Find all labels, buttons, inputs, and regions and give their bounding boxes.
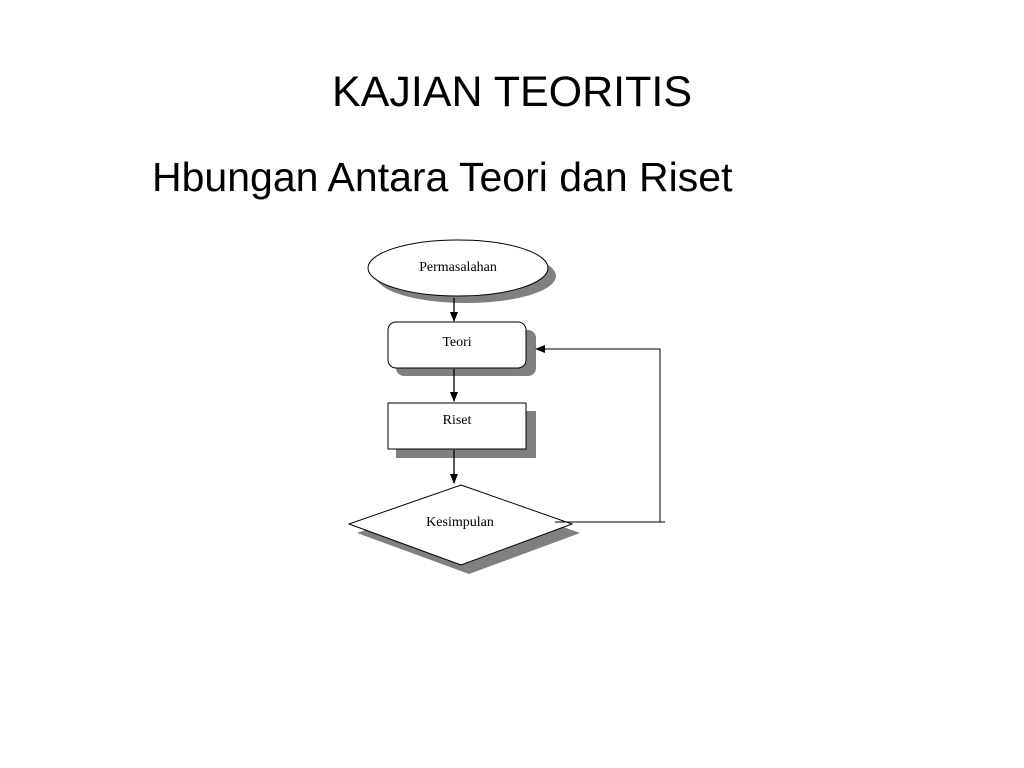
- node-kesimpulan-label: Kesimpulan: [426, 515, 494, 530]
- node-riset-shape: [387, 402, 527, 450]
- node-riset-label: Riset: [443, 413, 472, 428]
- node-permasalahan-label: Permasalahan: [419, 260, 497, 275]
- edge-kesimpulan-teori-vertical: [535, 345, 661, 522]
- slide-subtitle: Hbungan Antara Teori dan Riset: [152, 154, 733, 200]
- node-teori-label: Teori: [442, 335, 471, 350]
- node-permasalahan: Permasalahan: [367, 239, 556, 303]
- node-teori-shape: [387, 321, 527, 369]
- slide-title: KAJIAN TEORITIS: [332, 68, 692, 116]
- node-kesimpulan-shape: [347, 484, 574, 566]
- node-kesimpulan: Kesimpulan: [347, 484, 580, 574]
- node-permasalahan-shape: [367, 239, 549, 297]
- node-teori: Teori: [387, 321, 536, 376]
- node-riset: Riset: [387, 402, 536, 458]
